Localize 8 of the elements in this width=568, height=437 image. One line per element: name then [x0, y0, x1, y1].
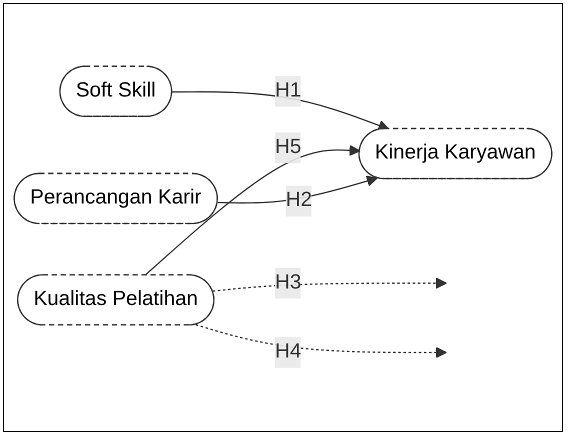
edge-label: H3: [275, 272, 302, 294]
arrow: [196, 324, 447, 359]
edge-label: H4: [275, 341, 302, 364]
arrow: [144, 145, 360, 276]
edge-label: H2: [286, 190, 312, 212]
edge-label: H1: [275, 80, 302, 102]
edge-label: H5: [275, 136, 302, 158]
arrow: [212, 278, 447, 292]
